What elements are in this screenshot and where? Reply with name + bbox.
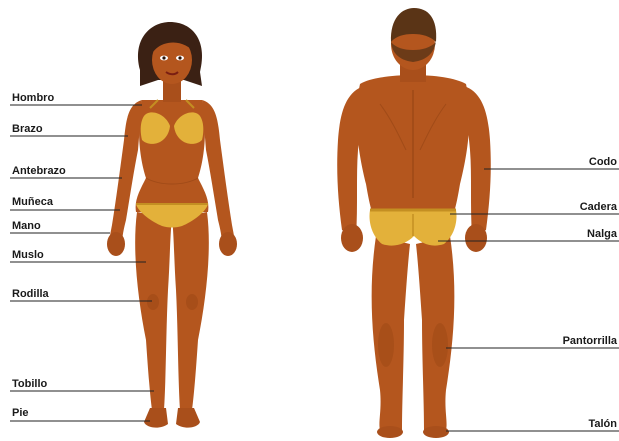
leader-lines [10, 105, 619, 431]
label-muneca: Muñeca [12, 196, 53, 208]
label-antebrazo: Antebrazo [12, 165, 66, 177]
label-codo: Codo [589, 156, 617, 168]
female-figure [107, 22, 237, 428]
label-nalga: Nalga [587, 228, 617, 240]
male-figure [337, 8, 491, 438]
label-tobillo: Tobillo [12, 378, 47, 390]
label-pantorrilla: Pantorrilla [563, 335, 617, 347]
label-rodilla: Rodilla [12, 288, 49, 300]
label-brazo: Brazo [12, 123, 43, 135]
label-pie: Pie [12, 407, 29, 419]
label-muslo: Muslo [12, 249, 44, 261]
label-talon: Talón [588, 418, 617, 430]
label-cadera: Cadera [580, 201, 617, 213]
label-hombro: Hombro [12, 92, 54, 104]
label-mano: Mano [12, 220, 41, 232]
